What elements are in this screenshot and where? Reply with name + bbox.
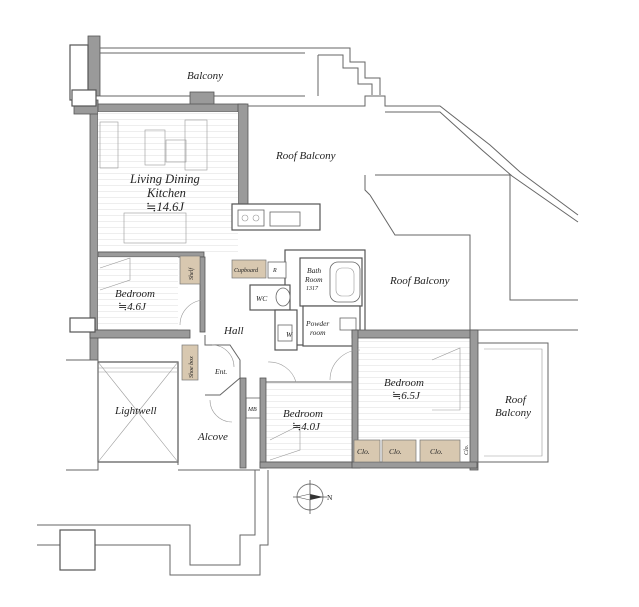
roof-balcony-label-2: Roof Balcony (389, 275, 450, 287)
bath-label-2: Room (304, 275, 323, 284)
closet-label-1: Clo. (357, 447, 370, 456)
ent-label: Ent. (214, 367, 227, 376)
ldk-furniture (99, 119, 208, 244)
lightwell-x (97, 361, 179, 463)
ldk-label-2: Kitchen (146, 186, 186, 200)
lightwell-label: Lightwell (114, 405, 157, 417)
balcony-label: Balcony (187, 70, 223, 82)
r-label: R (272, 268, 277, 274)
shelf-label: Shelf (188, 267, 195, 280)
ldk-label-1: Living Dining (129, 172, 200, 186)
closet-label-3: Clo. (430, 447, 443, 456)
bath-label-3: 1317 (306, 286, 319, 292)
ldk-size: ≒14.6J (146, 200, 185, 214)
roof-balcony-label-3a: Roof (504, 394, 528, 406)
bedroom-2-size: ≒4.0J (292, 421, 321, 433)
bedroom-1-size: ≒4.6J (118, 301, 147, 313)
hall-label: Hall (223, 325, 244, 337)
shoe-box-label: Shoe box (189, 356, 195, 378)
roof-balcony-upper (245, 95, 579, 331)
bedroom-2-label: Bedroom (283, 408, 323, 420)
bedroom-3-label: Bedroom (384, 377, 424, 389)
roof-balcony-label-1: Roof Balcony (275, 150, 336, 162)
powder-label-2: room (310, 328, 326, 337)
bedroom-1-label: Bedroom (115, 288, 155, 300)
cupboard-label: Cupboard (234, 268, 259, 274)
closet-label-4: Clo. (464, 445, 470, 455)
compass-north-label: N (327, 493, 333, 502)
balcony-top (69, 35, 381, 101)
w-label: W (286, 330, 293, 339)
mb-label: MB (247, 407, 257, 413)
alcove-label: Alcove (197, 431, 228, 443)
wc-label: WC (256, 294, 268, 303)
powder-label-1: Powder (305, 319, 329, 328)
closet-label-2: Clo. (389, 447, 402, 456)
compass-icon: N (293, 480, 333, 514)
bedroom-3-size: ≒6.5J (392, 390, 421, 402)
roof-balcony-label-3b: Balcony (495, 407, 531, 419)
main-walls (37, 89, 549, 576)
bath-label-1: Bath (307, 266, 321, 275)
